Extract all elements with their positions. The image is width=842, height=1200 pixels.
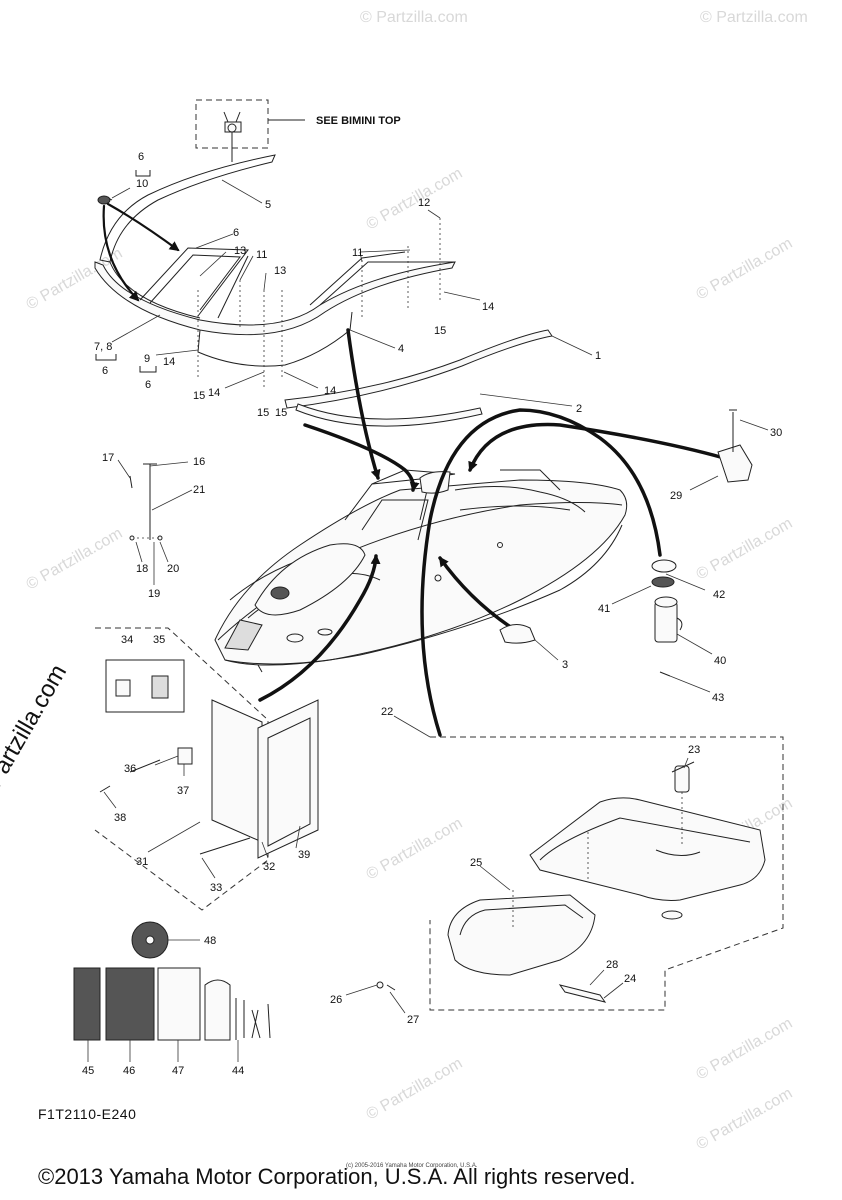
callout-45: 45 — [82, 1065, 94, 1077]
callout-38: 38 — [114, 812, 126, 824]
watermark: © Partzilla.com — [694, 1085, 796, 1154]
callout-15: 15 — [434, 325, 446, 337]
callout-24: 24 — [624, 973, 636, 985]
callout-4: 4 — [398, 343, 404, 355]
callout-5: 5 — [265, 199, 271, 211]
callout-9: 9 — [144, 353, 150, 365]
callout-11: 11 — [352, 247, 363, 259]
watermark: © Partzilla.com — [364, 815, 466, 884]
callouts: 1 2 3 4 5 6 6 6 6 7, 8 9 10 11 11 12 13 … — [82, 151, 782, 1077]
callout-36: 36 — [124, 763, 136, 775]
callout-46: 46 — [123, 1065, 135, 1077]
callout-1: 1 — [595, 350, 601, 362]
callout-20: 20 — [167, 563, 179, 575]
callout-14: 14 — [324, 385, 336, 397]
callout-42: 42 — [713, 589, 725, 601]
callout-40: 40 — [714, 655, 726, 667]
compartment-kit — [94, 627, 319, 911]
callout-47: 47 — [172, 1065, 184, 1077]
watermark: © Partzilla.com — [700, 9, 808, 26]
callout-33: 33 — [210, 882, 222, 894]
watermark: © Partzilla.com — [24, 525, 126, 594]
boat — [214, 469, 628, 673]
callout-16: 16 — [193, 456, 205, 468]
accessories — [73, 921, 271, 1041]
windshield — [94, 154, 456, 367]
callout-26: 26 — [330, 994, 342, 1006]
callout-2: 2 — [576, 403, 582, 415]
callout-23: 23 — [688, 744, 700, 756]
callout-6: 6 — [233, 227, 239, 239]
callout-31: 31 — [136, 856, 148, 868]
callout-14: 14 — [482, 301, 494, 313]
parts-40-43 — [651, 559, 683, 677]
callout-48: 48 — [204, 935, 216, 947]
part-29-30 — [717, 409, 753, 483]
callout-18: 18 — [136, 563, 148, 575]
bracket-marks — [95, 170, 157, 373]
callout-13: 13 — [274, 265, 286, 277]
small-copyright: (c) 2005-2016 Yamaha Motor Corporation, … — [346, 1163, 478, 1169]
callout-15: 15 — [275, 407, 287, 419]
callout-37: 37 — [177, 785, 189, 797]
callout-25: 25 — [470, 857, 482, 869]
figure-code: F1T2110-E240 — [38, 1106, 137, 1122]
callout-39: 39 — [298, 849, 310, 861]
callout-11: 11 — [256, 249, 267, 261]
routing-arrows — [258, 328, 726, 737]
callout-3: 3 — [562, 659, 568, 671]
callout-6: 6 — [138, 151, 144, 163]
part-3 — [499, 624, 536, 644]
callout-30: 30 — [770, 427, 782, 439]
callout-34: 34 — [121, 634, 133, 646]
callout-17: 17 — [102, 452, 114, 464]
callout-7-8: 7, 8 — [94, 341, 112, 353]
watermark: © Partzilla.com — [694, 1015, 796, 1084]
callout-19: 19 — [148, 588, 160, 600]
watermark: © Partzilla.com — [364, 1055, 466, 1124]
callout-15: 15 — [193, 390, 205, 402]
callout-13: 13 — [234, 245, 246, 257]
callout-14: 14 — [163, 356, 175, 368]
see-bimini-note: SEE BIMINI TOP — [316, 115, 401, 127]
callout-22: 22 — [381, 706, 393, 718]
windshield-hardware — [197, 218, 441, 390]
copyright-notice: ©2013 Yamaha Motor Corporation, U.S.A. A… — [38, 1164, 636, 1189]
cooler-assembly — [376, 736, 784, 1011]
watermark: © Partzilla.com — [694, 515, 796, 584]
watermark: © Partzilla.com — [364, 165, 466, 234]
callout-6: 6 — [145, 379, 151, 391]
callout-29: 29 — [670, 490, 682, 502]
callout-21: 21 — [193, 484, 205, 496]
callout-28: 28 — [606, 959, 618, 971]
callout-6: 6 — [102, 365, 108, 377]
watermark: © Partzilla.com — [694, 235, 796, 304]
callout-12: 12 — [418, 197, 430, 209]
parts-16-21 — [129, 463, 163, 541]
bimini-reference: SEE BIMINI TOP — [195, 99, 401, 162]
leader-lines — [87, 179, 769, 1062]
callout-10: 10 — [136, 178, 148, 190]
watermark: © Partzilla.com — [360, 9, 468, 26]
callout-41: 41 — [598, 603, 610, 615]
callout-32: 32 — [263, 861, 275, 873]
callout-14: 14 — [208, 387, 220, 399]
callout-43: 43 — [712, 692, 724, 704]
callout-15: 15 — [257, 407, 269, 419]
callout-44: 44 — [232, 1065, 244, 1077]
callout-27: 27 — [407, 1014, 419, 1026]
callout-35: 35 — [153, 634, 165, 646]
